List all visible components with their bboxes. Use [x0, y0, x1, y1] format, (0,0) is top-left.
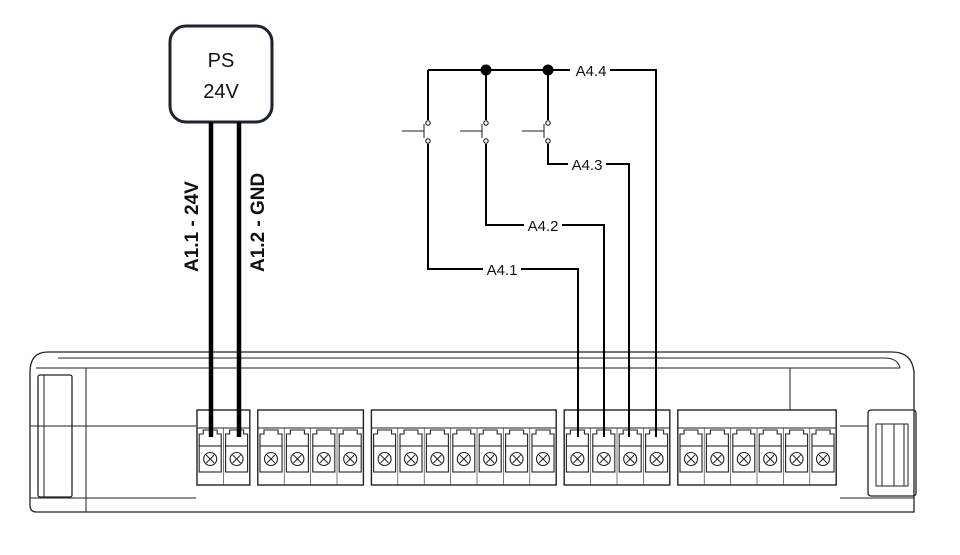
pushbutton-switch-1	[402, 120, 431, 144]
signal-wire-a4-4: A4.4	[576, 63, 657, 437]
terminal-screw	[399, 429, 423, 473]
signal-wire-a4-3-label: A4.3	[572, 157, 603, 174]
terminal-screw	[531, 429, 555, 473]
terminal-block-5	[677, 409, 837, 486]
power-wire-gnd-label: A1.2 - GND	[248, 173, 269, 272]
terminal-screw	[338, 429, 362, 473]
terminal-strip	[196, 409, 837, 486]
power-supply-line1: PS	[208, 50, 235, 72]
terminal-screw	[732, 429, 756, 473]
signal-wire-a4-4-label: A4.4	[576, 63, 607, 80]
din-rail-clip-right	[867, 409, 917, 497]
terminal-screw	[679, 429, 703, 473]
signal-wire-a4-3: A4.3	[547, 144, 630, 437]
module-housing	[29, 351, 917, 513]
terminal-screw	[758, 429, 782, 473]
power-wire-gnd: A1.2 - GND	[236, 122, 269, 437]
power-wire-24v-label: A1.1 - 24V	[182, 181, 203, 272]
pushbutton-switch-2	[460, 120, 489, 144]
switch-common-bus	[427, 64, 570, 120]
signal-wire-a4-2-label: A4.2	[528, 218, 559, 235]
signal-wire-a4-1: A4.1	[427, 144, 579, 437]
signal-wire-a4-1-label: A4.1	[487, 262, 518, 279]
terminal-screw	[565, 429, 589, 473]
terminal-block-2	[257, 409, 365, 486]
terminal-block-4	[563, 409, 671, 486]
terminal-screw	[285, 429, 309, 473]
junction-dot-2	[542, 64, 554, 76]
terminal-screw	[505, 429, 529, 473]
terminal-screw	[425, 429, 449, 473]
power-supply-line2: 24V	[203, 81, 239, 103]
terminal-block-3	[370, 409, 557, 486]
terminal-screw	[259, 429, 283, 473]
junction-dot-1	[480, 64, 492, 76]
terminal-screw	[592, 429, 616, 473]
terminal-screw	[811, 429, 835, 473]
pushbutton-switch-3	[522, 120, 551, 144]
terminal-block-1	[196, 409, 251, 486]
terminal-screw	[373, 429, 397, 473]
power-wire-24v: A1.1 - 24V	[182, 122, 214, 437]
power-supply: PS 24V	[168, 24, 274, 124]
terminal-screw	[785, 429, 809, 473]
terminal-screw	[452, 429, 476, 473]
terminal-screw	[312, 429, 336, 473]
signal-wire-a4-2: A4.2	[485, 144, 605, 437]
terminal-screw	[618, 429, 642, 473]
terminal-screw	[225, 429, 249, 473]
terminal-screw	[705, 429, 729, 473]
terminal-screw	[478, 429, 502, 473]
